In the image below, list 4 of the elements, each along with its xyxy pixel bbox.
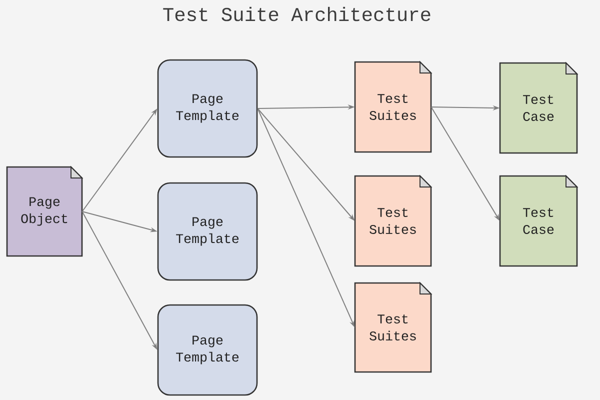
title: Test Suite Architecture <box>163 6 430 22</box>
rounded-box: Page Template <box>157 182 258 281</box>
rounded-box: Page Template <box>157 59 258 158</box>
rounded-box: Page Template <box>157 304 258 396</box>
